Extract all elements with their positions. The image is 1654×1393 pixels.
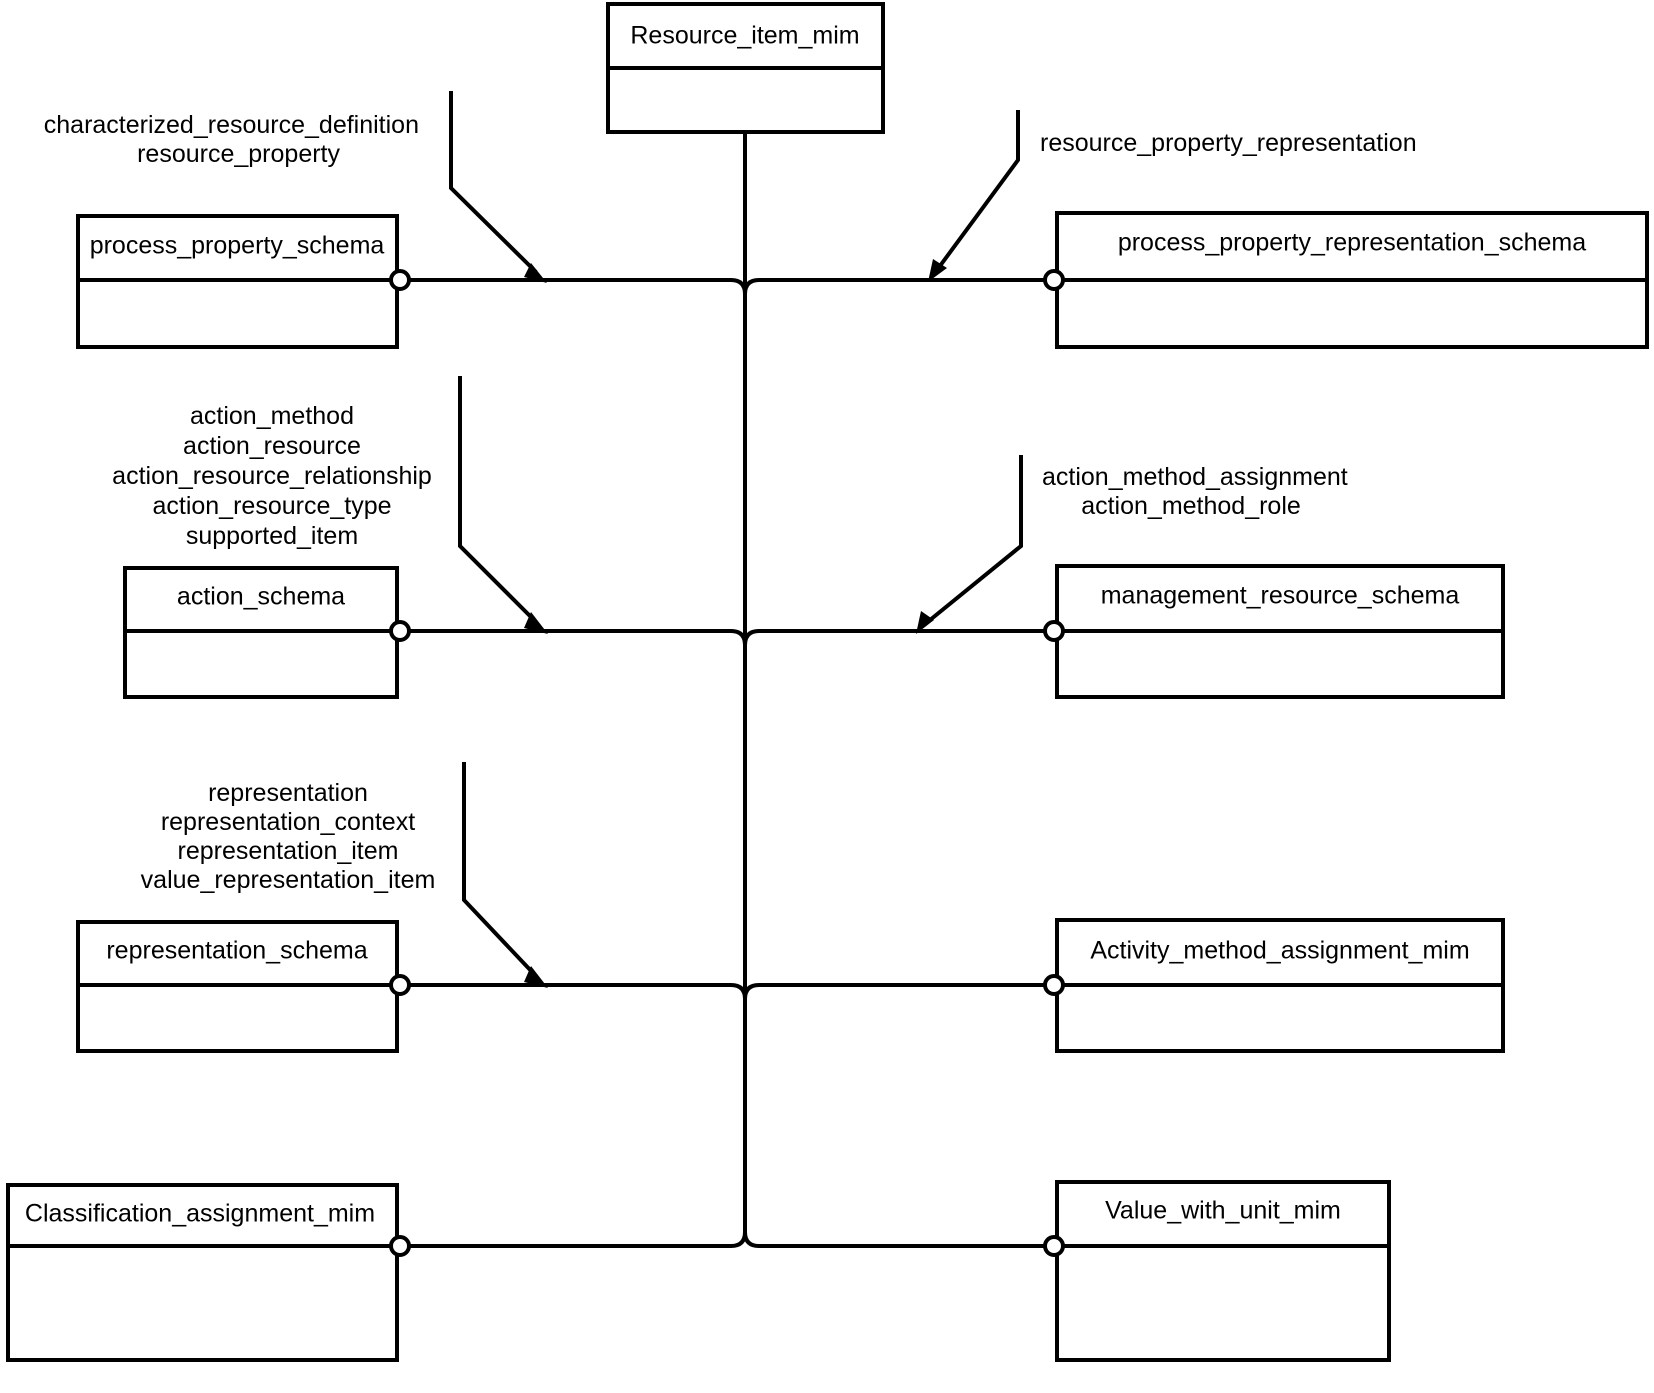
row-4-right-connection-point xyxy=(1043,1235,1065,1257)
row-4-left-connection-point xyxy=(389,1235,411,1257)
annotation-line: representation_item xyxy=(178,837,399,865)
annotation-line: resource_property xyxy=(137,140,340,168)
box-action-schema[interactable]: action_schema xyxy=(123,566,399,699)
row-1-right-connection-point xyxy=(1043,269,1065,291)
row-2-group: action_schema management_resource_schema… xyxy=(112,376,1505,699)
row-4-group: Classification_assignment_mim Value_with… xyxy=(6,1180,1391,1362)
connector-trunk-group xyxy=(397,132,1057,1248)
annotation-line: representation xyxy=(208,779,368,807)
box-label: Resource_item_mim xyxy=(630,22,859,50)
row-3-branch-line xyxy=(397,983,1057,1000)
row-3-left-leader-arrow xyxy=(462,762,548,988)
box-activity-method-assignment-mim[interactable]: Activity_method_assignment_mim xyxy=(1055,918,1505,1053)
box-process-property-schema[interactable]: process_property_schema xyxy=(76,214,399,349)
annotation-line: resource_property_representation xyxy=(1040,129,1417,157)
leader-line xyxy=(935,110,1020,272)
row-2-left-connection-point xyxy=(389,620,411,642)
row-1-left-annotation: characterized_resource_definition resour… xyxy=(44,111,419,168)
box-outline xyxy=(1055,1180,1391,1362)
box-value-with-unit-mim[interactable]: Value_with_unit_mim xyxy=(1055,1180,1391,1362)
annotation-line: action_method_assignment xyxy=(1042,463,1348,491)
row-2-right-annotation: action_method_assignment action_method_r… xyxy=(1042,463,1348,520)
row-1-right-leader-arrow xyxy=(928,110,1020,282)
arrow-head xyxy=(524,263,547,283)
row-1-branch-line xyxy=(397,278,1057,295)
box-label: Activity_method_assignment_mim xyxy=(1090,937,1469,965)
box-label: representation_schema xyxy=(106,937,367,965)
annotation-line: action_resource xyxy=(183,432,361,460)
leader-line xyxy=(462,762,536,976)
row-2-left-annotation: action_method action_resource action_res… xyxy=(112,402,432,550)
row-3-right-connection-point xyxy=(1043,974,1065,996)
annotation-line: characterized_resource_definition xyxy=(44,111,419,139)
annotation-line: action_resource_relationship xyxy=(112,462,432,490)
box-management-resource-schema[interactable]: management_resource_schema xyxy=(1055,564,1505,699)
arrow-head xyxy=(524,966,548,988)
row-3-group: representation_schema Activity_method_as… xyxy=(76,762,1505,1053)
row-3-left-annotation: representation representation_context re… xyxy=(141,779,436,894)
box-outline xyxy=(6,1183,399,1362)
leader-line xyxy=(449,91,538,274)
row-1-right-annotation: resource_property_representation xyxy=(1040,129,1417,157)
row-2-right-connection-point xyxy=(1043,620,1065,642)
box-label: Value_with_unit_mim xyxy=(1105,1197,1341,1225)
annotation-line: action_method xyxy=(190,402,354,430)
box-representation-schema[interactable]: representation_schema xyxy=(76,920,399,1053)
box-label: process_property_representation_schema xyxy=(1118,229,1586,257)
row-1-group: process_property_schema process_property… xyxy=(44,91,1649,349)
arrow-head xyxy=(524,612,548,634)
annotation-line: action_resource_type xyxy=(152,492,391,520)
annotation-line: representation_context xyxy=(161,808,415,836)
row-1-left-leader-arrow xyxy=(449,91,547,283)
row-2-branch-line xyxy=(397,629,1057,646)
box-process-property-representation-schema[interactable]: process_property_representation_schema xyxy=(1055,211,1649,349)
box-label: action_schema xyxy=(177,583,345,611)
arrow-head xyxy=(916,611,934,634)
leader-line xyxy=(458,376,536,622)
arrow-head xyxy=(928,259,947,282)
box-resource-item-mim[interactable]: Resource_item_mim xyxy=(606,2,885,134)
annotation-line: action_method_role xyxy=(1081,492,1301,520)
row-2-right-leader-arrow xyxy=(916,455,1023,634)
leader-line xyxy=(928,455,1023,622)
box-label: Classification_assignment_mim xyxy=(25,1200,375,1228)
annotation-line: value_representation_item xyxy=(141,866,436,894)
row-3-left-connection-point xyxy=(389,974,411,996)
box-classification-assignment-mim[interactable]: Classification_assignment_mim xyxy=(6,1183,399,1362)
row-2-left-leader-arrow xyxy=(458,376,548,634)
row-4-branch-line xyxy=(397,1231,1057,1248)
annotation-line: supported_item xyxy=(186,522,358,550)
row-1-left-connection-point xyxy=(389,269,411,291)
box-label: management_resource_schema xyxy=(1101,582,1460,610)
box-label: process_property_schema xyxy=(90,232,385,260)
